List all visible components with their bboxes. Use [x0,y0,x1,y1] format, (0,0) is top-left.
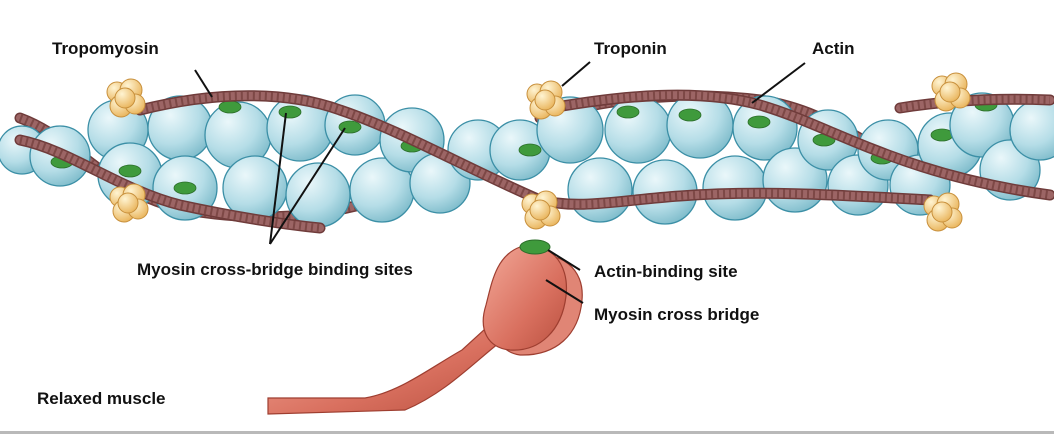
actin-subunit [567,157,633,223]
myosin-binding-site [616,105,640,119]
tropomyosin-front-right-texture [539,91,1051,199]
binding-site-leader-1 [269,112,287,245]
tropomyosin-label: Tropomyosin [52,39,159,58]
bottom-divider [0,431,1054,434]
tropomyosin-front-far-right-texture [899,95,1051,112]
myosin-cross-bridge-label: Myosin cross bridge [594,305,760,324]
tropomyosin-leader [194,69,213,98]
actin-binding-site-leader [547,249,581,271]
troponin-subunit [939,81,961,103]
troponin-label: Troponin [594,39,667,58]
troponin-subunit [931,201,953,223]
myosin-binding-site [278,105,302,119]
myosin-binding-site [678,108,702,122]
myosin-binding-site [747,115,771,129]
myosin-binding-site [118,164,142,178]
troponin-complex [526,80,566,120]
troponin-complex [109,183,149,223]
relaxed-muscle-caption: Relaxed muscle [37,389,166,408]
myosin-head-front [482,245,568,351]
myosin-cross-bridge-leader [545,279,584,304]
actin-subunit [285,162,351,228]
troponin-leader [561,61,591,87]
actin-subunit [604,96,672,164]
troponin-complex [931,72,971,112]
myosin-tail [267,317,509,415]
leader-lines [194,61,806,304]
troponin-complexes [106,72,971,232]
actin-leader [751,62,806,104]
troponin-complex [106,78,146,118]
troponin-subunit [114,87,136,109]
troponin-complex [923,192,963,232]
myosin-binding-site [173,181,197,195]
myosin-binding-site [518,143,542,157]
myosin-cross-bridge [267,239,583,415]
binding-site-leader-2 [269,127,346,245]
myosin-binding-sites-label: Myosin cross-bridge binding sites [137,260,413,279]
actin-binding-site-label: Actin-binding site [594,262,738,281]
actin-label: Actin [812,39,855,58]
troponin-complex [521,190,561,230]
actin-binding-site [519,239,551,255]
myosin-binding-site [218,100,242,114]
troponin-subunit [117,192,139,214]
troponin-subunit [534,89,556,111]
troponin-subunit [529,199,551,221]
myosin-binding-site [930,128,954,142]
